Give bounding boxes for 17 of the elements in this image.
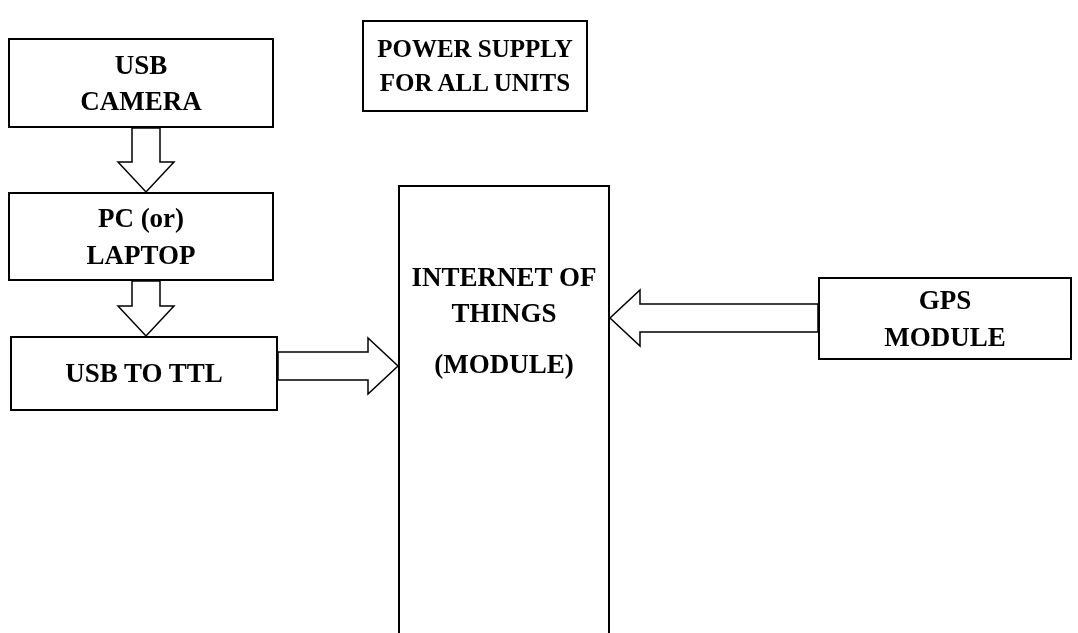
hollow-arrow <box>116 127 176 194</box>
block-label: PC (or) LAPTOP <box>85 202 197 272</box>
block-box <box>10 336 278 411</box>
block-label: USB TO TTL <box>64 357 224 391</box>
block-box <box>8 192 274 281</box>
block-box <box>818 277 1072 360</box>
block-label: INTERNET OF THINGS <box>410 261 598 331</box>
hollow-arrow <box>277 336 400 396</box>
block-sublabel: (MODULE) <box>433 347 575 381</box>
hollow-arrow <box>608 288 819 348</box>
block-label: USB CAMERA <box>79 48 203 118</box>
block-label: GPS MODULE <box>883 284 1007 354</box>
block-box <box>398 185 610 633</box>
block-box <box>362 20 588 112</box>
hollow-arrow <box>116 280 176 338</box>
block-label: POWER SUPPLY FOR ALL UNITS <box>376 34 574 98</box>
block-box <box>8 38 274 128</box>
